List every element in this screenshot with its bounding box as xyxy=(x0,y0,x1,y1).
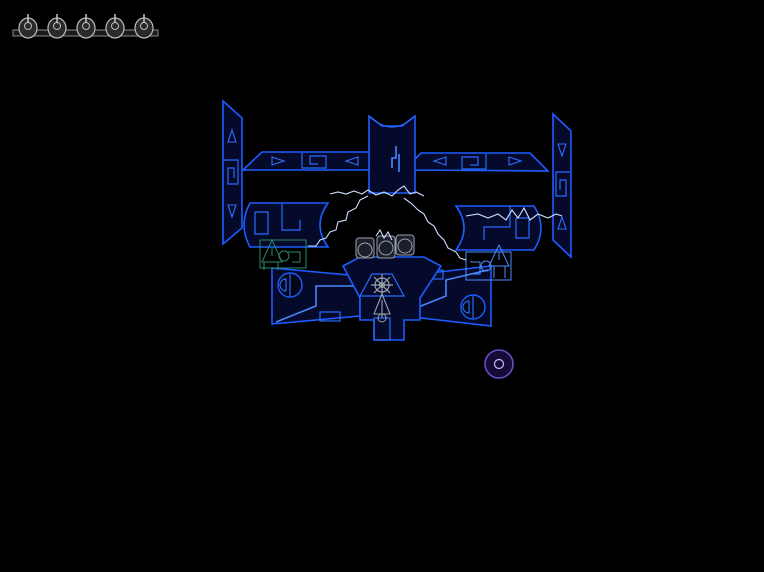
right-wing xyxy=(402,152,550,172)
right-pylon xyxy=(552,112,572,259)
right-engine-pod xyxy=(454,205,542,251)
central-tower xyxy=(368,114,416,194)
ship-life-icon xyxy=(134,14,154,39)
lives-bar xyxy=(12,14,159,39)
left-wing xyxy=(240,151,387,171)
boss-mothership xyxy=(222,99,572,341)
ship-life-icon xyxy=(18,14,38,39)
ship-life-icon xyxy=(105,14,125,39)
player-orb xyxy=(484,349,514,379)
central-keel xyxy=(341,256,443,341)
crew-cluster-right xyxy=(465,243,512,281)
lower-left-hull xyxy=(271,267,361,325)
ship-life-icon xyxy=(76,14,96,39)
left-pylon xyxy=(222,99,243,246)
crew-cluster-center xyxy=(355,234,415,259)
left-engine-pod xyxy=(243,202,330,248)
arrow-icon xyxy=(373,292,391,323)
energy-arcs xyxy=(308,185,563,261)
warning-triangle-icon xyxy=(261,238,283,263)
warning-triangle-icon xyxy=(488,243,510,267)
gear-icon xyxy=(371,274,393,296)
crew-cluster-left xyxy=(259,238,307,270)
ship-life-icon xyxy=(47,14,67,39)
